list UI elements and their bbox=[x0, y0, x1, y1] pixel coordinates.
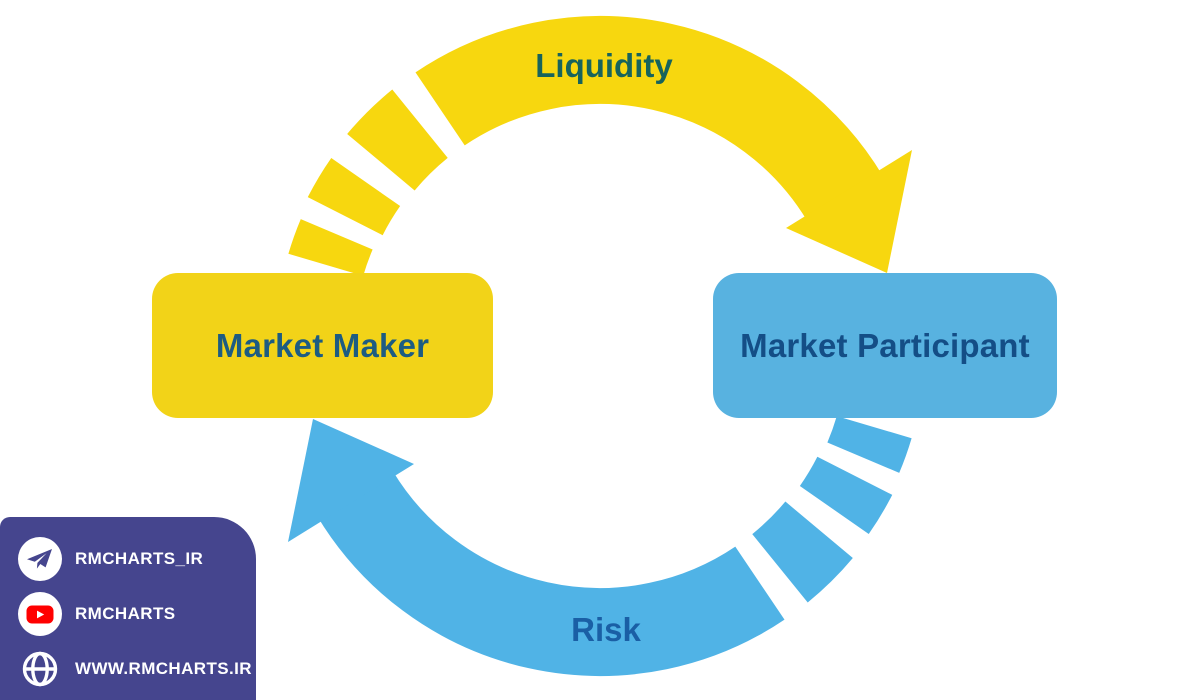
risk-dash-small bbox=[827, 415, 912, 473]
liquidity-dash-large bbox=[347, 89, 449, 192]
liquidity-dash-small bbox=[288, 219, 373, 277]
liquidity-arrowhead-icon bbox=[786, 150, 912, 273]
telegram-link[interactable]: RMCHARTS_IR bbox=[18, 537, 256, 581]
market-participant-label: Market Participant bbox=[740, 326, 1030, 364]
contact-panel: RMCHARTS_IR RMCHARTS WWW.RMCHARTS.IR bbox=[0, 517, 256, 700]
website-link[interactable]: WWW.RMCHARTS.IR bbox=[18, 647, 256, 691]
market-maker-label: Market Maker bbox=[215, 326, 430, 364]
risk-dash-medium bbox=[799, 456, 893, 535]
liquidity-arc bbox=[288, 16, 912, 277]
telegram-handle: RMCHARTS_IR bbox=[75, 549, 204, 568]
risk-arc-body bbox=[317, 470, 785, 676]
telegram-icon bbox=[18, 537, 62, 581]
globe-icon bbox=[22, 651, 58, 687]
risk-label: Risk bbox=[571, 611, 641, 648]
youtube-link[interactable]: RMCHARTS bbox=[18, 592, 256, 636]
liquidity-dash-medium bbox=[307, 157, 401, 236]
market-participant-node: Market Participant bbox=[713, 273, 1057, 418]
risk-dash-large bbox=[751, 500, 853, 603]
risk-arrowhead-icon bbox=[288, 419, 414, 542]
liquidity-arc-body bbox=[415, 16, 883, 222]
youtube-icon bbox=[18, 592, 62, 636]
website-url: WWW.RMCHARTS.IR bbox=[75, 659, 252, 678]
youtube-handle: RMCHARTS bbox=[75, 604, 176, 623]
liquidity-label: Liquidity bbox=[535, 47, 673, 84]
market-maker-node: Market Maker bbox=[152, 273, 493, 418]
risk-arc bbox=[288, 415, 912, 676]
